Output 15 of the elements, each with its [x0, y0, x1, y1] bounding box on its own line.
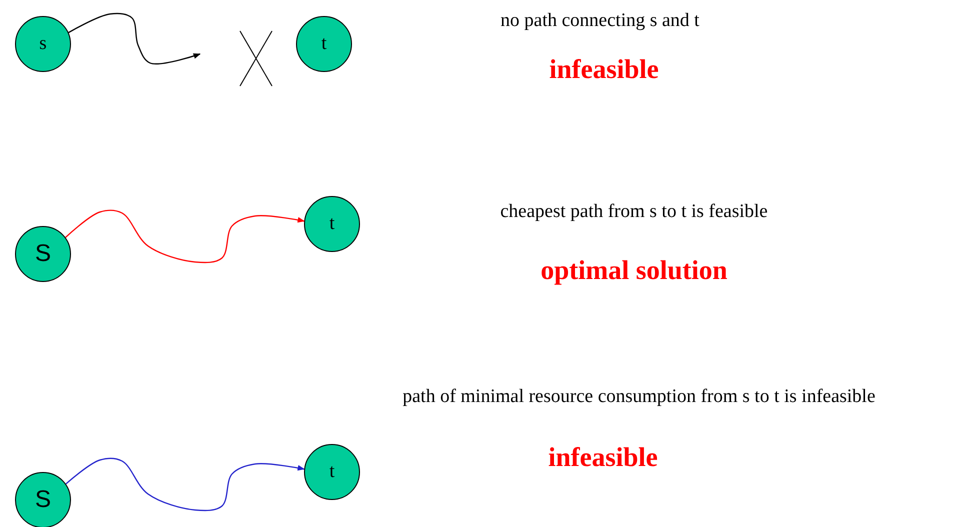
status-label: infeasible	[548, 442, 658, 473]
node-label: t	[329, 213, 335, 235]
status-label: optimal solution	[540, 255, 728, 286]
curved-arrow	[68, 12, 201, 64]
node-label: s	[39, 33, 47, 55]
curved-arrow	[66, 458, 305, 512]
note-text: no path connecting s and t	[500, 10, 700, 32]
note-text: path of minimal resource consumption from s to t is infeasible	[402, 386, 876, 408]
curved-arrow	[65, 210, 305, 264]
node-label: t	[321, 33, 327, 55]
node-label: S	[34, 240, 51, 268]
status-label: infeasible	[549, 54, 659, 85]
node-label: S	[34, 486, 51, 514]
note-text: cheapest path from s to t is feasible	[500, 201, 768, 223]
node-label: t	[329, 461, 335, 483]
